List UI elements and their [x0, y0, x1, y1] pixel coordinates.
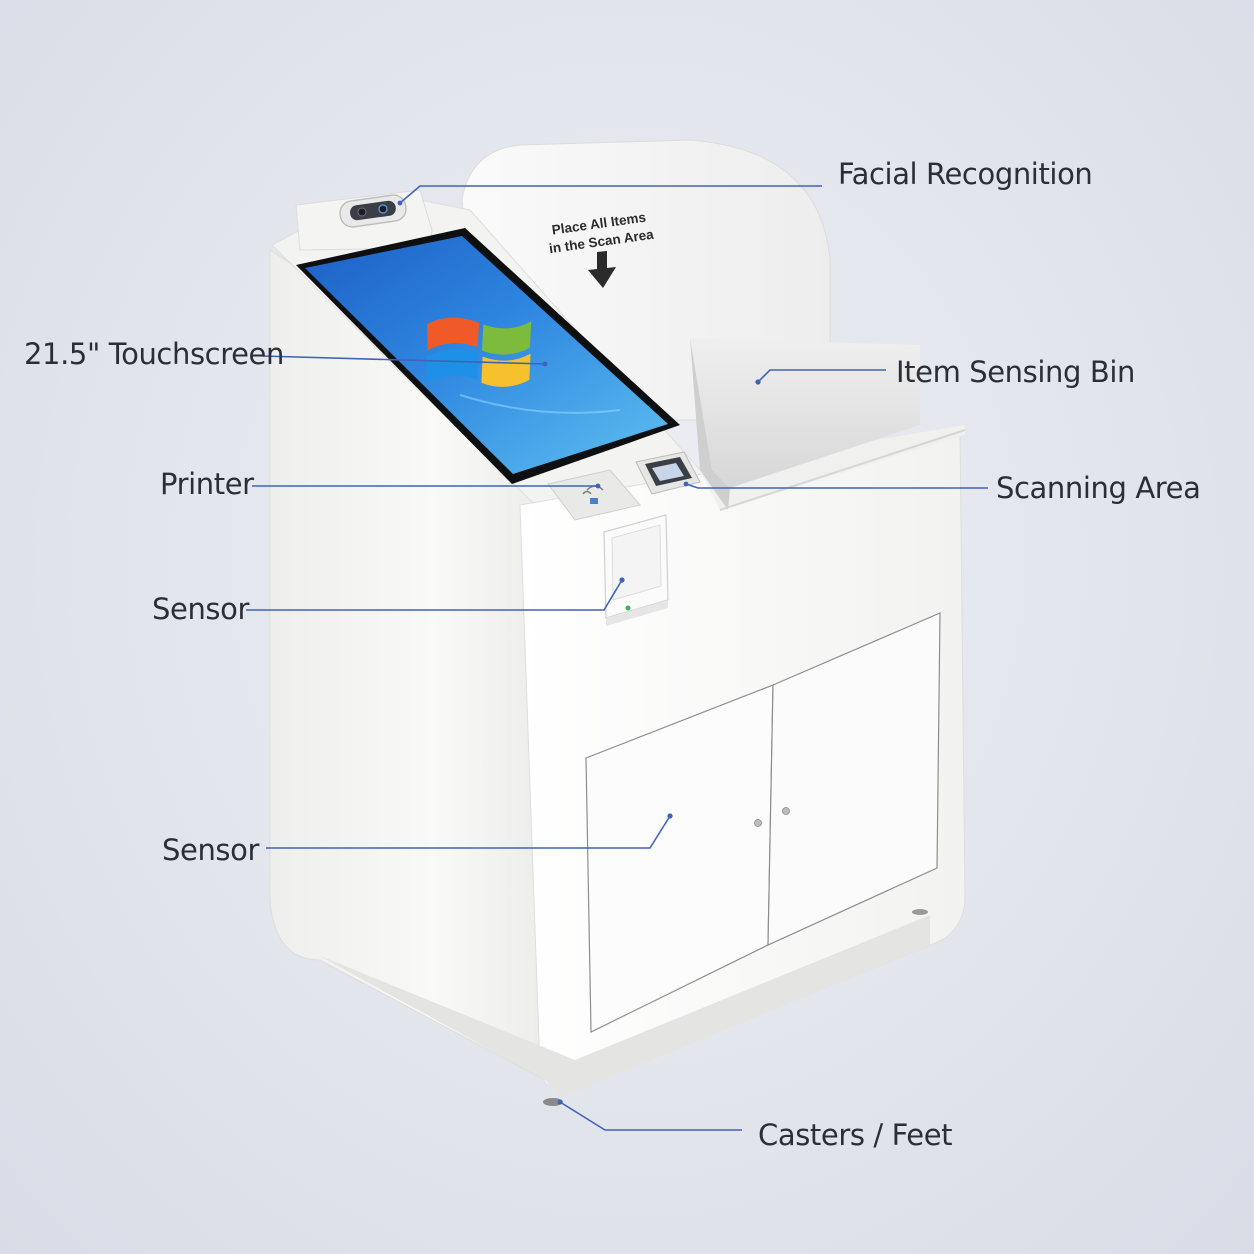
callout-casters: Casters / Feet: [557, 1099, 953, 1152]
label-scanning-area: Scanning Area: [996, 471, 1200, 505]
item-bin: [690, 338, 966, 511]
touchscreen: [296, 228, 680, 484]
callout-printer: Printer: [160, 467, 601, 501]
label-touchscreen: 21.5" Touchscreen: [24, 337, 284, 371]
cabinet-doors: [585, 612, 941, 1033]
label-facial-recognition: Facial Recognition: [838, 157, 1092, 191]
callout-sensor-upper: Sensor: [152, 577, 625, 626]
windows-logo-icon: [426, 317, 532, 387]
callout-touchscreen: 21.5" Touchscreen: [24, 337, 548, 371]
camera-module: [295, 189, 433, 251]
callout-facial-recognition: Facial Recognition: [397, 157, 1093, 206]
label-printer: Printer: [160, 467, 254, 501]
card-reader: [547, 469, 641, 521]
arrow-down-icon: [588, 251, 616, 288]
label-sensor-upper: Sensor: [152, 592, 249, 626]
label-casters: Casters / Feet: [758, 1118, 952, 1152]
callout-item-sensing-bin: Item Sensing Bin: [755, 355, 1135, 389]
label-item-sensing-bin: Item Sensing Bin: [896, 355, 1135, 389]
callout-sensor-lower: Sensor: [162, 813, 673, 867]
printer-unit: [603, 514, 669, 626]
label-sensor-lower: Sensor: [162, 833, 259, 867]
callout-scanning-area: Scanning Area: [683, 471, 1201, 505]
